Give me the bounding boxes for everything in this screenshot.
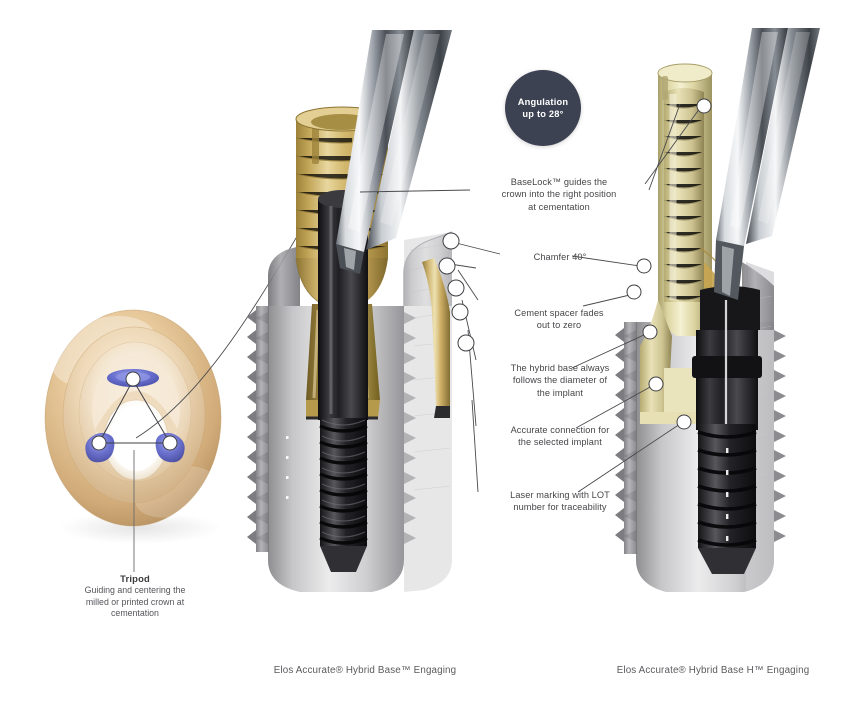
tripod-title: Tripod (120, 573, 150, 584)
screwdriver-left (336, 30, 452, 274)
callout-laser-marking: Laser marking with LOT number for tracea… (510, 490, 610, 513)
tripod-nodes (91, 371, 178, 451)
implant-threads-left-outer (247, 310, 256, 544)
tripod-subtitle: Guiding and centering the milled or prin… (84, 585, 186, 619)
screwdriver-right (714, 28, 820, 300)
crown-underside-figure (44, 309, 222, 572)
laser-marking-dots (286, 436, 289, 499)
angulation-badge: Angulation up to 28° (505, 70, 581, 146)
laser-marking-dots-right (726, 448, 729, 541)
leader-nodes (438, 98, 712, 430)
tripod-annotation: Tripod Guiding and centering the milled … (40, 573, 230, 620)
caption-hybrid-base-h: Elos Accurate® Hybrid Base H™ Engaging (616, 665, 810, 676)
screw-threads (286, 418, 368, 572)
callout-hybrid-base-diameter: The hybrid base always follows the diame… (510, 363, 610, 398)
caption-hybrid-base: Elos Accurate® Hybrid Base™ Engaging (273, 665, 457, 676)
callout-chamfer: Chamfer 40° (533, 252, 587, 262)
hybrid-base-h-figure (615, 28, 820, 592)
callout-accurate-connection: Accurate connection for the selected imp… (510, 425, 610, 448)
tripod-triangle (98, 379, 171, 444)
hybrid-base-figure (247, 30, 453, 592)
callout-baselock: BaseLock™ guides the crown into the righ… (501, 177, 617, 212)
callout-cement-spacer: Cement spacer fades out to zero (514, 308, 604, 331)
angulation-badge-text: Angulation up to 28° (517, 96, 569, 119)
